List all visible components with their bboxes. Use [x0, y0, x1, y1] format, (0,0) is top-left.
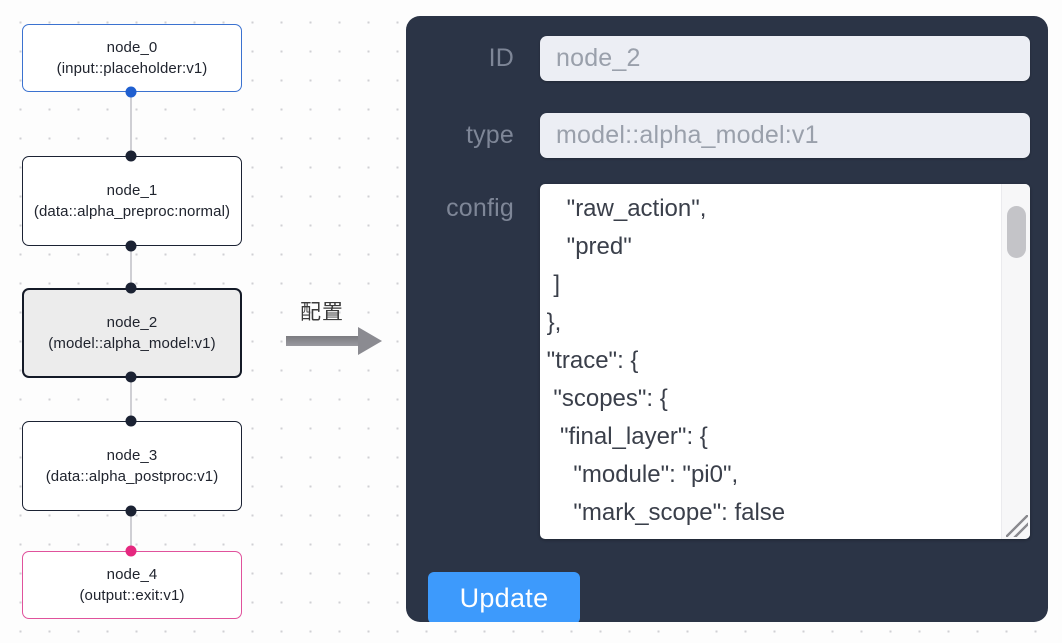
config-textarea[interactable]: "raw_action", "pred" ] }, "trace": { "sc…	[540, 184, 1030, 539]
node-label: node_4 (output::exit:v1)	[79, 566, 185, 604]
node_0-source-handle[interactable]	[125, 86, 137, 98]
id-field-label: ID	[488, 44, 514, 72]
annotation-group: 配置	[284, 296, 404, 366]
id-field[interactable]: node_2	[540, 36, 1030, 81]
node-node_2[interactable]: node_2 (model::alpha_model:v1)	[22, 288, 242, 378]
vertical-scrollbar[interactable]	[1001, 184, 1030, 539]
node-properties-panel: ID node_2 type model::alpha_model:v1 con…	[406, 16, 1048, 622]
node_4-target-handle[interactable]	[125, 545, 137, 557]
node-node_0[interactable]: node_0 (input::placeholder:v1)	[22, 24, 242, 92]
node_3-target-handle[interactable]	[125, 415, 137, 427]
node_2-target-handle[interactable]	[125, 282, 137, 294]
node_1-target-handle[interactable]	[125, 150, 137, 162]
node-node_4[interactable]: node_4 (output::exit:v1)	[22, 551, 242, 619]
edge-node2-node3	[130, 377, 132, 421]
config-field-label: config	[446, 194, 514, 222]
config-textarea-content[interactable]: "raw_action", "pred" ] }, "trace": { "sc…	[546, 195, 786, 539]
node-node_3[interactable]: node_3 (data::alpha_postproc:v1)	[22, 421, 242, 511]
annotation-label: 配置	[300, 300, 344, 324]
edge-node1-node2	[130, 246, 132, 308]
update-button[interactable]: Update	[428, 572, 580, 622]
resize-grip-icon[interactable]	[1006, 515, 1028, 537]
node_1-source-handle[interactable]	[125, 240, 137, 252]
type-field-label: type	[465, 121, 514, 149]
node-label: node_0 (input::placeholder:v1)	[56, 39, 208, 77]
edge-node0-node1	[130, 92, 132, 156]
node_2-source-handle[interactable]	[125, 371, 137, 383]
node-label: node_2 (model::alpha_model:v1)	[48, 314, 216, 352]
node-label: node_1 (data::alpha_preproc:normal)	[33, 182, 231, 220]
right-arrow-icon	[286, 336, 360, 346]
node-node_1[interactable]: node_1 (data::alpha_preproc:normal)	[22, 156, 242, 246]
edge-node3-node4	[130, 511, 132, 551]
node_3-source-handle[interactable]	[125, 505, 137, 517]
node-label: node_3 (data::alpha_postproc:v1)	[45, 447, 219, 485]
right-arrow-head-icon	[358, 327, 382, 355]
scrollbar-thumb[interactable]	[1007, 206, 1026, 258]
type-field[interactable]: model::alpha_model:v1	[540, 113, 1030, 158]
